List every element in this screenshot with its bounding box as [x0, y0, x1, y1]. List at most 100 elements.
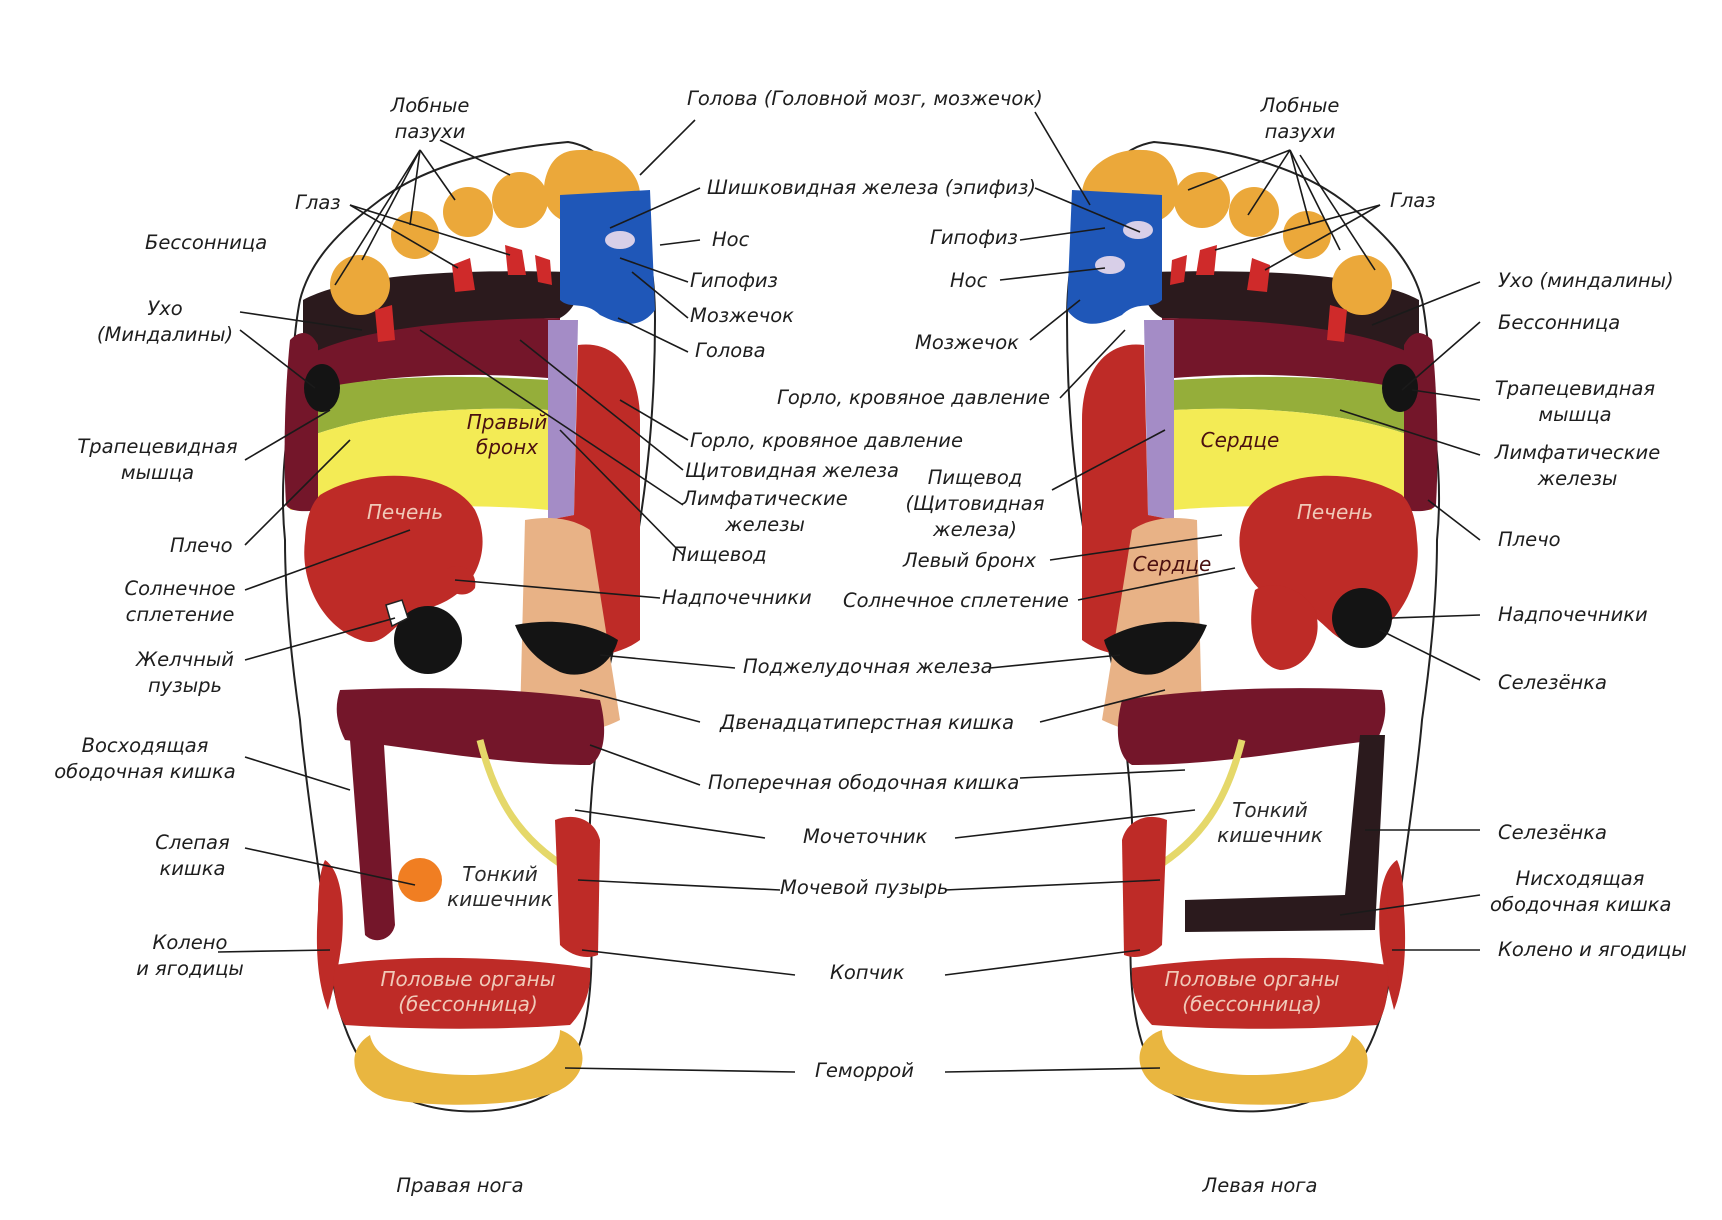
hemorrhoids-label: Геморрой — [815, 1059, 914, 1082]
right-insomnia-label: Бессонница — [145, 231, 268, 254]
head-brain-label: Голова (Головной мозг, мозжечок) — [687, 87, 1043, 110]
right-nose-dot — [605, 231, 635, 249]
left-genitals — [1131, 957, 1389, 1029]
pancreas-label: Поджелудочная железа — [743, 655, 993, 678]
right-maroon-band — [299, 318, 560, 392]
right-caecum-label: Слепая кишка — [155, 831, 230, 880]
left-shoulder-label: Плечо — [1498, 528, 1561, 551]
left-heart-label: Сердце — [1132, 552, 1212, 576]
cerebellum-right-label: Мозжечок — [690, 304, 794, 327]
transverse-colon-label: Поперечная ободочная кишка — [708, 771, 1020, 794]
cerebellum-left-label: Мозжечок — [915, 331, 1019, 354]
adrenals-right-label: Надпочечники — [662, 586, 812, 609]
left-insomnia-dot — [1382, 364, 1418, 412]
throat-left-label: Горло, кровяное давление — [777, 386, 1050, 409]
right-gallbladder-label: Желчный пузырь — [136, 648, 234, 697]
left-toe-3 — [1229, 187, 1279, 237]
right-olive-band — [297, 376, 548, 440]
left-eye-dot-2 — [1196, 245, 1217, 275]
right-foot — [281, 140, 657, 1113]
right-hemorrhoid — [354, 1030, 583, 1105]
head-right-label: Голова — [695, 339, 766, 362]
left-toe-2 — [1174, 172, 1230, 228]
right-frontal-sinuses-label: Лобные пазухи — [390, 94, 470, 143]
left-toe-4 — [1283, 211, 1331, 259]
right-ascending-colon — [345, 700, 395, 941]
right-knee-label: Колено и ягодицы — [136, 931, 244, 980]
right-gallbladder — [394, 606, 462, 674]
right-outer-edge — [284, 333, 318, 512]
throat-right-label: Горло, кровяное давление — [690, 429, 963, 452]
left-knee-label: Колено и ягодицы — [1498, 938, 1687, 961]
left-eye-dot-1 — [1247, 258, 1270, 292]
right-ascending-colon-label: Восходящая ободочная кишка — [54, 734, 236, 783]
ureter-label: Мочеточник — [803, 825, 928, 848]
left-adrenal — [1332, 588, 1392, 648]
left-spleen2-label: Селезёнка — [1498, 821, 1607, 844]
duodenum-label: Двенадцатиперстная кишка — [720, 711, 1015, 734]
left-foot — [1065, 140, 1441, 1113]
right-blue-zone — [560, 190, 655, 324]
right-toe-2 — [492, 172, 548, 228]
right-eye-dot-2 — [505, 245, 526, 275]
left-eye-dot-3 — [1170, 255, 1187, 285]
left-heart-top-label: Сердце — [1200, 428, 1280, 452]
left-bladder — [1122, 816, 1167, 957]
bladder-label: Мочевой пузырь — [780, 876, 949, 899]
left-ear-dot — [1327, 305, 1347, 342]
left-lymph-label: Лимфатические железы — [1494, 441, 1661, 490]
right-solar-plexus-label: Солнечное сплетение — [124, 577, 236, 626]
left-genitals-label: Половые органы (бессонница) — [1164, 967, 1340, 1016]
pituitary-right-label: Гипофиз — [690, 269, 778, 292]
right-pancreas — [515, 621, 618, 675]
pineal-label: Шишковидная железа (эпифиз) — [707, 176, 1036, 199]
right-genitals — [333, 957, 591, 1029]
left-hemorrhoid — [1139, 1030, 1368, 1105]
right-caecum — [398, 858, 442, 902]
right-liver — [304, 475, 483, 643]
left-spleen-patch — [1251, 585, 1318, 670]
left-lilac-strip — [1144, 320, 1174, 520]
left-descending-colon-label: Нисходящая ободочная кишка — [1490, 867, 1672, 916]
right-ear-label: Ухо (Миндалины) — [96, 297, 234, 346]
thyroid-label: Щитовидная железа — [685, 459, 899, 482]
nose-left-label: Нос — [950, 269, 988, 292]
right-liver-label: Печень — [366, 500, 444, 524]
right-shoulder-label: Плечо — [170, 534, 233, 557]
left-small-intestine-label: Тонкий кишечник — [1217, 798, 1323, 847]
esophagus-right-label: Пищевод — [672, 543, 767, 566]
left-liver-label: Печень — [1296, 500, 1374, 524]
left-trapezius-label: Трапецевидная мышца — [1494, 377, 1656, 426]
left-frontal-sinuses-label: Лобные пазухи — [1260, 94, 1340, 143]
right-ureter — [476, 739, 572, 874]
right-eye-dot-1 — [452, 258, 475, 292]
left-adrenals-label: Надпочечники — [1498, 603, 1648, 626]
left-descending-colon — [1185, 735, 1385, 932]
right-toe-5 — [330, 255, 390, 315]
right-lilac-strip — [548, 320, 578, 520]
leader-lines — [217, 111, 1481, 1073]
left-toe-5 — [1332, 255, 1392, 315]
right-eye-label: Глаз — [295, 191, 341, 214]
left-olive-band — [1174, 376, 1425, 440]
right-foot-caption: Правая нога — [396, 1174, 524, 1197]
left-maroon-band — [1162, 318, 1423, 392]
left-outer-edge — [1404, 333, 1438, 512]
left-eye-label: Глаз — [1390, 189, 1436, 212]
left-bronchus-label: Левый бронх — [903, 549, 1037, 572]
right-bladder — [555, 816, 600, 957]
left-pituitary-dot — [1123, 221, 1153, 239]
esophagus-left-label: Пищевод (Щитовидная железа) — [905, 466, 1045, 541]
right-toe-4 — [391, 211, 439, 259]
lymph-right-label: Лимфатические железы — [682, 487, 848, 536]
left-pancreas — [1104, 621, 1207, 675]
right-transverse-colon — [336, 688, 605, 765]
left-transverse-colon — [1117, 688, 1386, 765]
right-bronchus-label: Правый бронх — [466, 410, 548, 459]
right-insomnia-dot — [304, 364, 340, 412]
left-foot-caption: Левая нога — [1202, 1174, 1318, 1197]
pituitary-left-label: Гипофиз — [930, 226, 1018, 249]
coccyx-label: Копчик — [830, 961, 905, 984]
right-eye-dot-3 — [535, 255, 552, 285]
